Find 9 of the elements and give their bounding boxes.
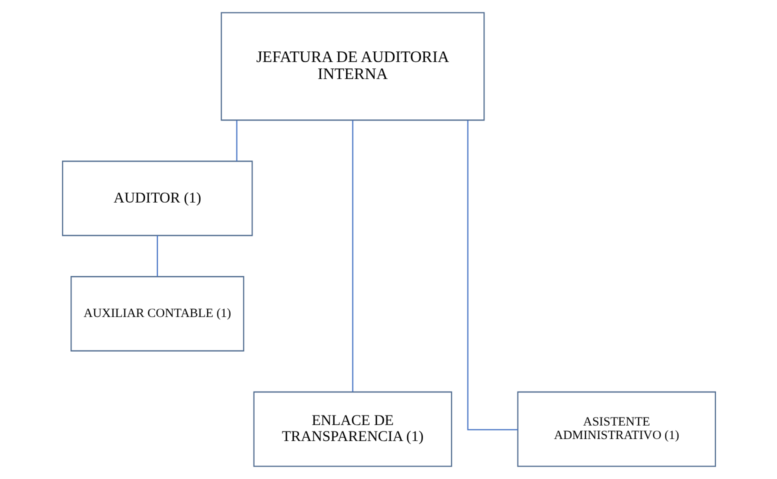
connector <box>352 120 353 392</box>
connector <box>466 120 518 430</box>
node-box: AUDITOR (1) <box>62 160 252 236</box>
connector <box>156 236 158 276</box>
node-box: JEFATURA DE AUDITORIA INTERNA <box>220 12 484 121</box>
node-box: ENLACE DE TRANSPARENCIA (1) <box>252 391 452 467</box>
node-box: AUXILIAR CONTABLE (1) <box>70 276 244 352</box>
connector <box>236 120 237 162</box>
node-box: ASISTENTE ADMINISTRATIVO (1) <box>516 391 716 467</box>
